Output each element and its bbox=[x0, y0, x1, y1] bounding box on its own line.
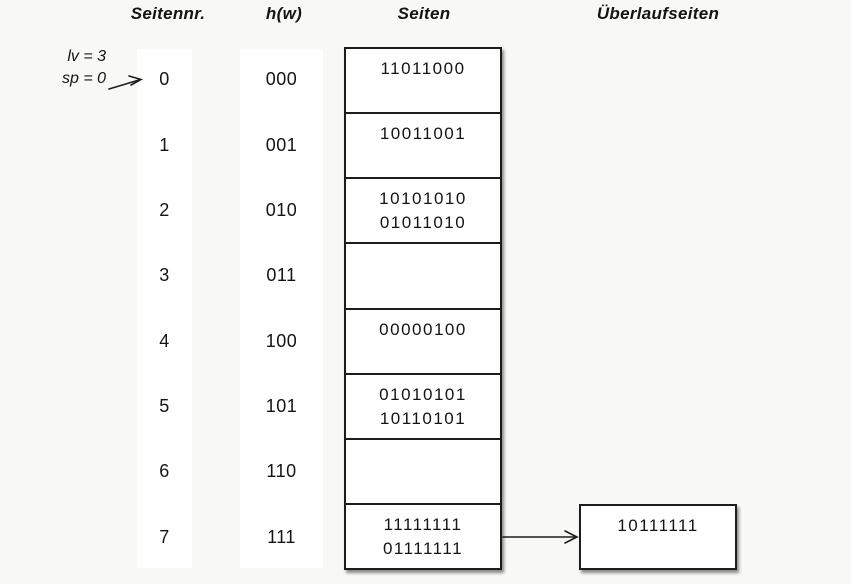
page-number: 7 bbox=[159, 526, 170, 547]
page-number: 4 bbox=[159, 330, 170, 351]
page-number-column: 0 1 2 3 4 5 6 7 bbox=[137, 47, 192, 570]
header-seitennr: Seitennr. bbox=[130, 4, 206, 23]
level-split-annotation: lv = 3 sp = 0 bbox=[20, 46, 106, 90]
bucket-entry: 11111111 bbox=[383, 514, 463, 534]
split-pointer-value: sp = 0 bbox=[61, 70, 106, 87]
bucket-entry: 01111111 bbox=[382, 538, 464, 558]
bucket-entry: 00000100 bbox=[379, 319, 467, 339]
hash-value: 111 bbox=[267, 526, 296, 547]
header-seiten: Seiten bbox=[397, 4, 451, 23]
bucket-entry: 01010101 bbox=[379, 384, 467, 404]
page-number: 6 bbox=[159, 461, 170, 482]
bucket-entry: 10110101 bbox=[379, 408, 467, 428]
header-ueberlaufseiten: Überlaufseiten bbox=[596, 4, 720, 23]
level-value: lv = 3 bbox=[67, 48, 106, 65]
hash-value: 000 bbox=[265, 69, 298, 90]
hash-value: 101 bbox=[265, 396, 298, 417]
bucket-row: 11111111 01111111 bbox=[346, 502, 500, 568]
bucket-entry: 10011001 bbox=[379, 124, 467, 144]
hash-value: 010 bbox=[265, 199, 298, 220]
hash-value: 100 bbox=[265, 330, 298, 351]
bucket-entry: 11011000 bbox=[380, 59, 466, 78]
page-number: 3 bbox=[159, 265, 170, 286]
bucket-row: 01010101 10110101 bbox=[346, 372, 500, 438]
pagenr-column-strip bbox=[137, 49, 192, 568]
bucket-row: 10101010 01011010 bbox=[346, 177, 500, 242]
hash-value-column: 000 001 010 011 100 101 110 111 bbox=[240, 47, 323, 570]
page-number: 5 bbox=[159, 396, 170, 417]
header-hw: h(w) bbox=[265, 4, 303, 23]
hash-value: 110 bbox=[266, 461, 297, 482]
bucket-row: 11011000 bbox=[346, 49, 500, 112]
overflow-page-box: 10111111 bbox=[579, 504, 737, 570]
hash-value: 011 bbox=[266, 265, 297, 286]
hash-column-strip bbox=[240, 49, 323, 568]
page-number: 0 bbox=[159, 69, 170, 90]
overflow-entry: 10111111 bbox=[617, 516, 699, 535]
hash-value: 001 bbox=[265, 134, 298, 155]
pages-bucket-box: 11011000 10011001 10101010 01011010 0000… bbox=[344, 47, 502, 570]
page-number: 1 bbox=[159, 134, 170, 155]
bucket-row bbox=[346, 242, 500, 307]
bucket-row bbox=[346, 437, 500, 503]
page-number: 2 bbox=[159, 199, 170, 220]
bucket-entry: 01011010 bbox=[379, 213, 467, 233]
overflow-arrow bbox=[502, 530, 579, 544]
bucket-row: 00000100 bbox=[346, 307, 500, 373]
bucket-entry: 10101010 bbox=[379, 189, 467, 209]
bucket-row: 10011001 bbox=[346, 112, 500, 177]
